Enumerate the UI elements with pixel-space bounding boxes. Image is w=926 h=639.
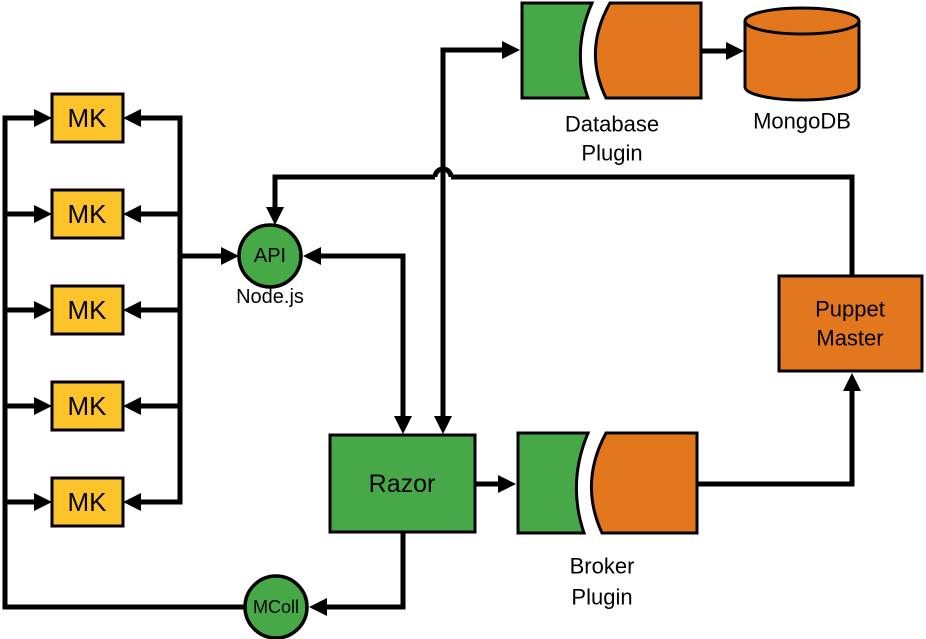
arrowhead-into-mongodb — [726, 42, 744, 60]
arrowhead-into-razor-top-left — [394, 416, 412, 434]
database-plugin-label-line1: Database — [565, 112, 659, 137]
arrowhead-into-broker-plugin — [498, 475, 516, 493]
broker-plugin-green-piece — [516, 431, 591, 535]
arrowhead-into-mk-4-left — [34, 397, 52, 415]
mk-node-4: MK — [50, 380, 125, 432]
mk-node-5-label: MK — [68, 487, 108, 517]
arrowhead-into-mk-5-right — [123, 493, 141, 511]
edge-puppet-master-to-api — [266, 166, 855, 276]
edge-broker-plugin-to-puppet-master — [697, 373, 861, 487]
edge-api-razor — [303, 247, 412, 434]
puppet-master-label-line2: Master — [816, 326, 883, 351]
arrowhead-into-api-top — [266, 207, 284, 225]
arrowhead-into-mk-4-right — [123, 397, 141, 415]
mongodb-cylinder-top — [743, 6, 861, 36]
api-node-label: API — [254, 245, 286, 267]
mk-node-2-label: MK — [68, 199, 108, 229]
broker-plugin-node: Broker Plugin — [516, 431, 699, 610]
edge-razor-database-plugin — [434, 41, 520, 434]
arrowhead-into-mk-1-right — [123, 109, 141, 127]
mk-node-1: MK — [50, 92, 125, 144]
arrowhead-into-razor-top-right — [434, 416, 452, 434]
arrowhead-into-mk-2-left — [34, 205, 52, 223]
arrowhead-into-database-plugin — [502, 41, 520, 59]
edge-mcoll-to-mk-bus — [2, 109, 247, 610]
arrowhead-into-mk-1-left — [34, 109, 52, 127]
edge-razor-to-mcoll — [309, 532, 406, 616]
puppet-master-label-line1: Puppet — [815, 297, 885, 322]
database-plugin-node: Database Plugin — [520, 1, 703, 166]
edge-razor-to-broker-plugin — [475, 475, 516, 493]
mcoll-node-label: MColl — [253, 597, 299, 617]
arrowhead-into-puppet-master — [843, 373, 861, 391]
arrowhead-into-api-left — [221, 247, 239, 265]
mk-node-2: MK — [50, 188, 125, 240]
arrowhead-into-mk-2-right — [123, 205, 141, 223]
mk-node-3-label: MK — [68, 295, 108, 325]
edge-database-plugin-to-mongodb — [701, 42, 744, 60]
mongodb-label: MongoDB — [753, 109, 851, 134]
broker-plugin-orange-piece — [589, 431, 699, 535]
mk-node-5: MK — [50, 476, 125, 528]
broker-plugin-label-line2: Plugin — [571, 585, 632, 610]
arrowhead-into-mcoll — [309, 598, 327, 616]
mk-node-4-label: MK — [68, 391, 108, 421]
mk-node-1-label: MK — [68, 103, 108, 133]
arrowhead-into-mk-5-left — [34, 493, 52, 511]
mcoll-node: MColl — [243, 574, 309, 639]
arrowhead-into-api-right — [303, 247, 321, 265]
api-node: API Node.js — [236, 223, 304, 308]
puppet-master-node: Puppet Master — [777, 274, 924, 373]
database-plugin-orange-piece — [593, 1, 703, 100]
mongodb-node: MongoDB — [743, 6, 861, 134]
razor-node-label: Razor — [369, 470, 436, 498]
broker-plugin-label-line1: Broker — [570, 554, 635, 579]
mk-node-3: MK — [50, 284, 125, 336]
razor-node: Razor — [328, 433, 477, 534]
edge-mk-bus-to-api — [123, 109, 239, 511]
arrowhead-into-mk-3-right — [123, 301, 141, 319]
database-plugin-green-piece — [520, 1, 595, 100]
arrowhead-into-mk-3-left — [34, 301, 52, 319]
nodejs-caption: Node.js — [236, 286, 304, 308]
database-plugin-label-line2: Plugin — [581, 141, 642, 166]
